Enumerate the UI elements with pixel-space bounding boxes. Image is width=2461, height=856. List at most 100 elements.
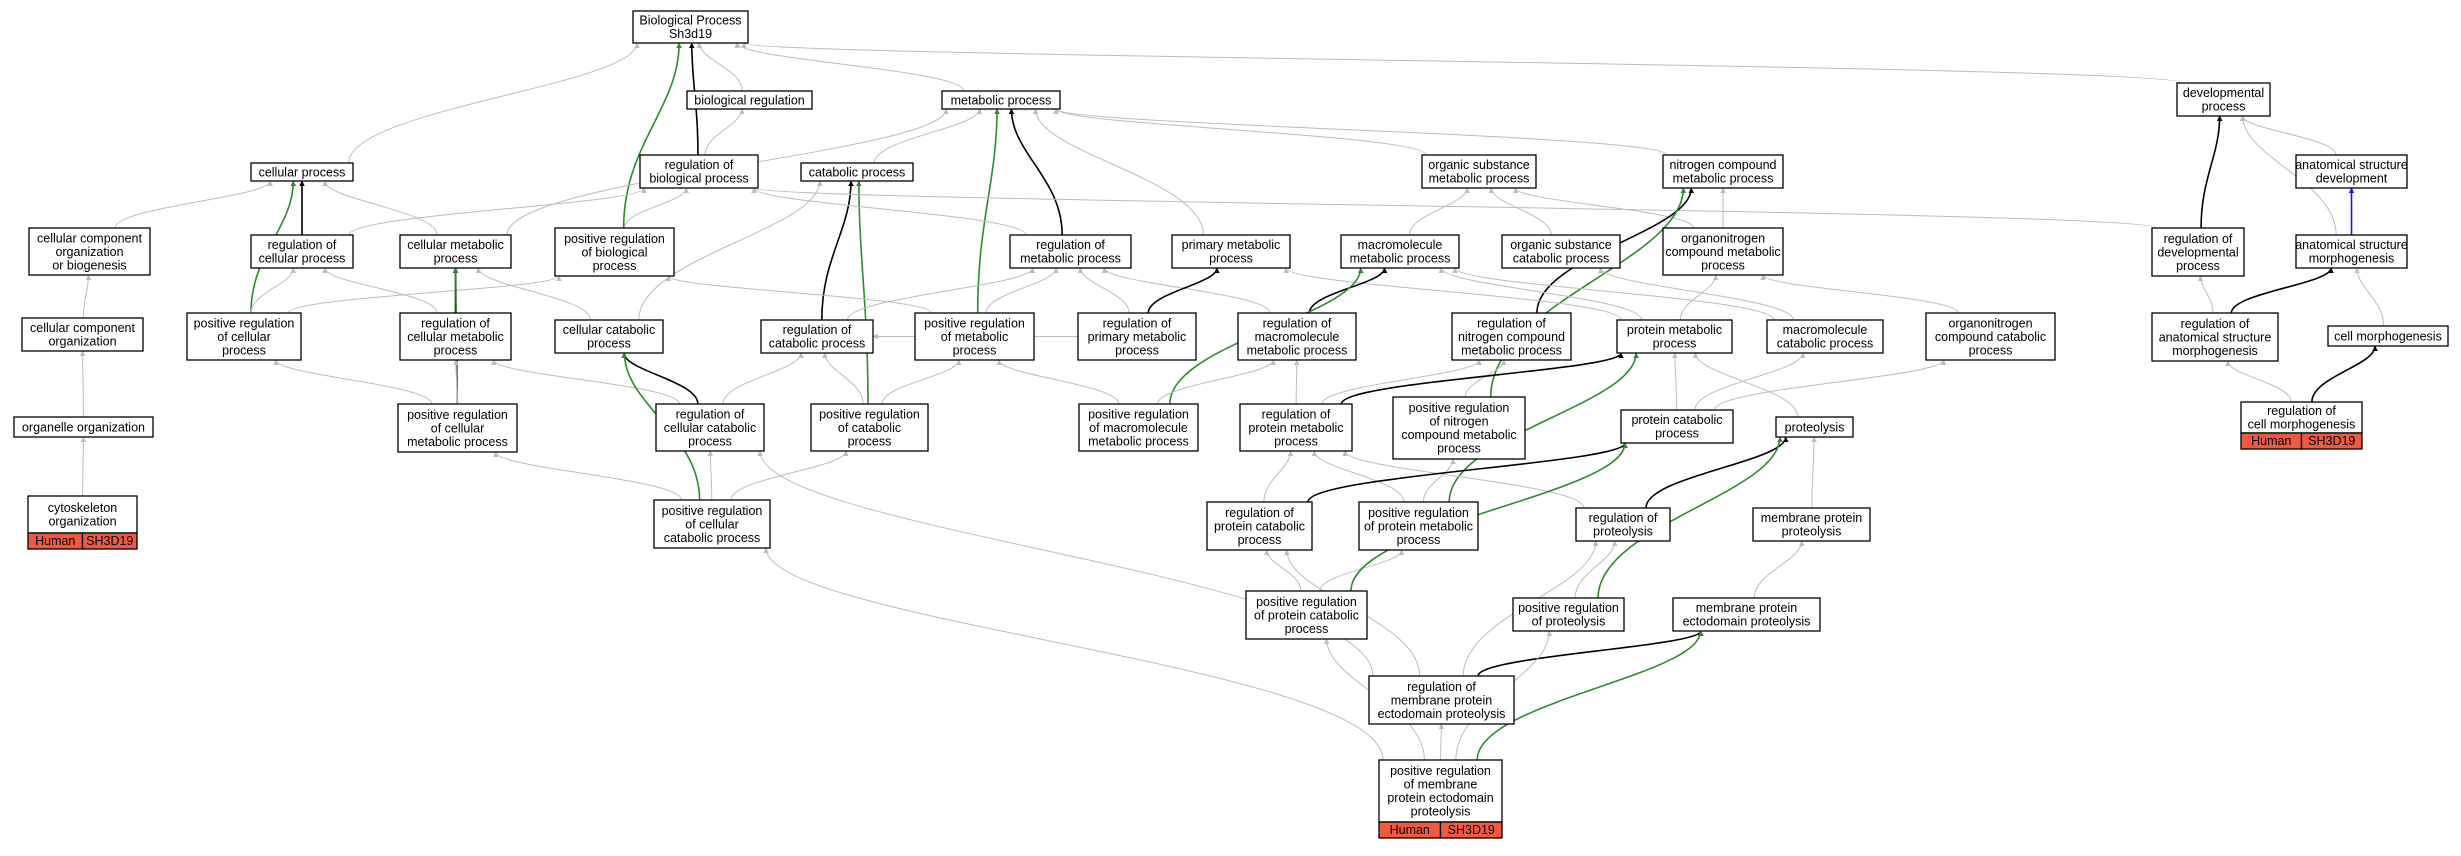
node-label-line: cellular catabolic — [664, 421, 756, 435]
node-label-line: of catabolic — [838, 421, 901, 435]
edge-posregcat-to-regcat — [822, 352, 864, 405]
node-box — [1392, 396, 1526, 460]
node-label-line: organization — [55, 245, 123, 259]
node-label-line: positive regulation — [662, 504, 763, 518]
node-label-line: membrane protein — [1391, 693, 1492, 707]
edge-regmacromet-to-regmet — [1101, 267, 1271, 314]
node-metab[interactable]: metabolic process — [941, 90, 1061, 110]
node-bioreg[interactable]: biological regulation — [686, 90, 813, 110]
edge-regmet-to-metab — [1008, 108, 1063, 236]
node-cellproc[interactable]: cellular process — [250, 162, 354, 182]
node-label-line: ectodomain proteolysis — [1683, 615, 1811, 629]
node-label-line: organelle organization — [22, 420, 145, 434]
tag-label: Human — [35, 534, 75, 548]
node-label-line: process — [587, 337, 631, 351]
edge-nitro-to-metab — [1053, 108, 1668, 156]
node-box — [1925, 312, 2056, 361]
node-label-line: catabolic process — [664, 531, 761, 545]
node-label-line: proteolysis — [1411, 805, 1471, 819]
node-box — [941, 90, 1061, 110]
node-orgorg[interactable]: organelle organization — [13, 416, 154, 438]
node-cellmorph[interactable]: cell morphogenesis — [2327, 325, 2449, 347]
node-label-line: positive regulation — [819, 407, 920, 421]
edge-regcell-to-regbio — [348, 187, 647, 236]
node-label-line: process — [848, 434, 892, 448]
node-label-line: metabolic process — [951, 93, 1052, 107]
node-box — [760, 319, 874, 354]
node-box — [13, 416, 154, 438]
node-box — [1206, 501, 1313, 551]
node-box — [1775, 416, 1854, 438]
edge-cellproc-to-bp — [348, 42, 640, 164]
node-proteo[interactable]: proteolysis — [1775, 416, 1854, 438]
node-box — [1672, 597, 1821, 632]
node-label-line: metabolic process — [1020, 252, 1121, 266]
edge-anatmorph-to-dev — [2239, 115, 2337, 236]
node-box — [1245, 590, 1368, 640]
edge-regcellmet-to-regcell — [322, 267, 438, 314]
edge-memprotproteo-to-proteo — [1811, 436, 1817, 509]
node-label-line: regulation of — [2164, 232, 2233, 246]
node-label-line: regulation of — [665, 158, 734, 172]
node-label-line: cellular metabolic — [407, 330, 504, 344]
edge-orgorg-to-cccorg — [79, 350, 86, 418]
node-box — [686, 90, 813, 110]
node-box — [2295, 154, 2408, 189]
edge-metab-to-bp — [734, 42, 965, 92]
node-box — [632, 10, 749, 44]
edge-macrocat-to-orgsubcat — [1597, 267, 1794, 321]
node-label-line: proteolysis — [1782, 525, 1842, 539]
node-catab[interactable]: catabolic process — [800, 162, 914, 182]
edge-regmacromet-to-macromet — [1308, 267, 1388, 314]
